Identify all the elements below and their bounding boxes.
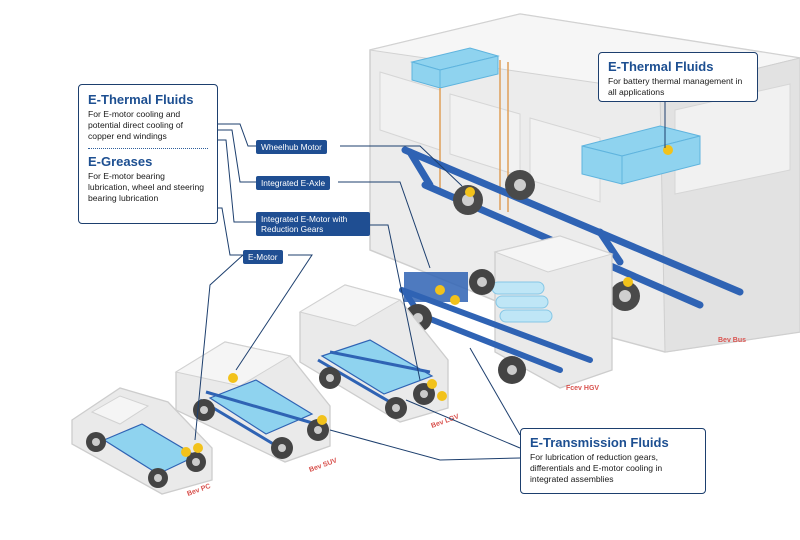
lgv-battery bbox=[320, 339, 434, 395]
hgv-hydrogen-tanks bbox=[491, 281, 553, 323]
battery-thermal-title: E-Thermal Fluids bbox=[608, 59, 714, 74]
lgv-illustration: Bev LGV bbox=[298, 284, 460, 430]
thermal-fluids-title: E-Thermal Fluids bbox=[88, 92, 194, 107]
e-motor-tag: E-Motor bbox=[243, 250, 283, 264]
bus-battery-packs bbox=[410, 47, 701, 185]
transmission-fluids-title: E-Transmission Fluids bbox=[530, 435, 669, 450]
transmission-fluids-desc: For lubrication of reduction gears, diff… bbox=[530, 452, 663, 484]
left-callout: E-Thermal Fluids For E-motor cooling and… bbox=[78, 84, 218, 224]
integrated-e-motor-reduction-tag: Integrated E-Motor with Reduction Gears bbox=[256, 212, 370, 236]
suv-illustration: Bev SUV bbox=[174, 341, 338, 474]
bottom-right-callout: E-Transmission Fluids For lubrication of… bbox=[520, 428, 706, 494]
top-right-callout: E-Thermal Fluids For battery thermal man… bbox=[598, 52, 758, 102]
thermal-fluids-desc: For E-motor cooling and potential direct… bbox=[88, 109, 184, 141]
hgv-illustration: Fcev HGV bbox=[399, 235, 614, 392]
greases-title: E-Greases bbox=[88, 154, 153, 169]
greases-desc: For E-motor bearing lubrication, wheel a… bbox=[88, 171, 205, 203]
wheelhub-motor-tag: Wheelhub Motor bbox=[256, 140, 327, 154]
callout-divider bbox=[88, 148, 208, 149]
integrated-e-axle-tag: Integrated E-Axle bbox=[256, 176, 331, 190]
suv-label: Bev SUV bbox=[308, 457, 338, 474]
leader-lines bbox=[194, 100, 666, 461]
hgv-label: Fcev HGV bbox=[566, 385, 599, 392]
bus-label: Bev Bus bbox=[718, 337, 746, 344]
pc-illustration: Bev PC bbox=[71, 387, 213, 498]
bus-windows bbox=[379, 71, 791, 203]
battery-thermal-desc: For battery thermal management in all ap… bbox=[608, 76, 743, 97]
